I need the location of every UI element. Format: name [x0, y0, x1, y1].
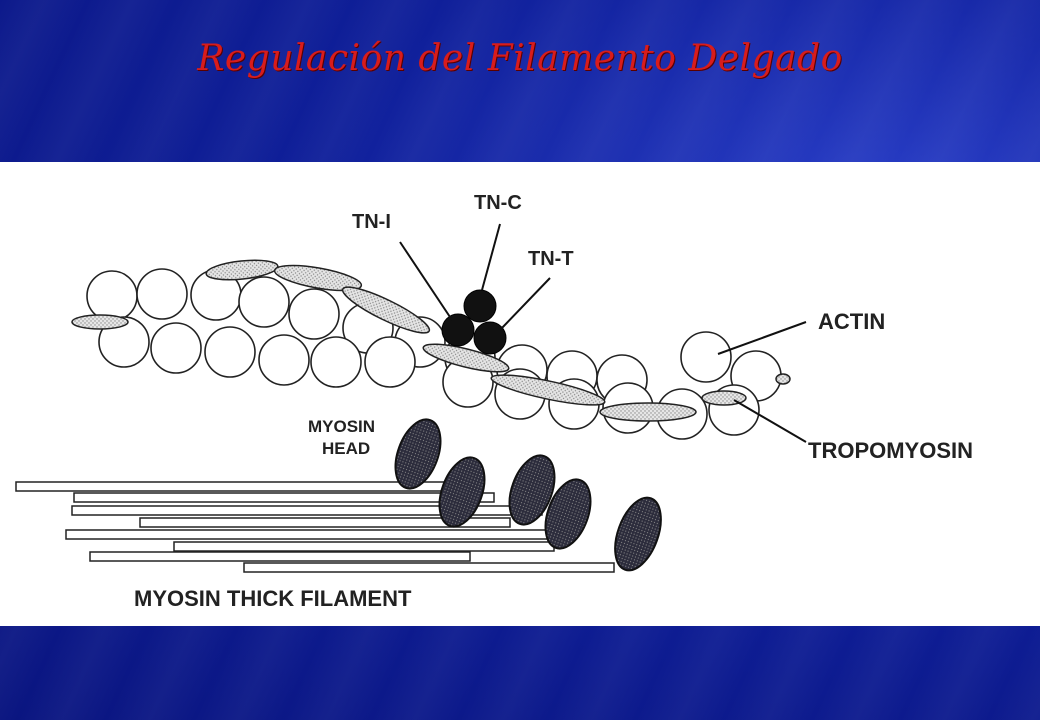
myosin-head: [394, 418, 442, 490]
slide-title: Regulación del Filamento Delgado: [197, 38, 843, 79]
myosin-rod: [73, 492, 495, 503]
myosin-rod: [139, 517, 511, 528]
myosin-rod: [89, 551, 471, 562]
myosin-rod: [15, 481, 447, 492]
myosin-head: [614, 496, 662, 572]
troponin-i-subunit: [441, 313, 475, 347]
tn-i-label: TN-I: [352, 211, 391, 233]
myosin-head: [508, 454, 556, 526]
tropomyosin-label: TROPOMYOSIN: [808, 438, 973, 463]
myosin-rod: [173, 541, 555, 552]
thin-filament-diagram: TN-I TN-C TN-T ACTIN MYOSIN HEAD TROPOMY…: [15, 192, 973, 611]
myosin-head-label-line1: MYOSIN: [308, 417, 375, 436]
myosin-rod: [243, 562, 615, 573]
troponin-c-subunit: [463, 289, 497, 323]
troponin-t-subunit: [473, 321, 507, 355]
thick-filament-label: MYOSIN THICK FILAMENT: [134, 586, 412, 611]
myosin-rods: [15, 481, 615, 573]
diagram-panel: TN-I TN-C TN-T ACTIN MYOSIN HEAD TROPOMY…: [0, 162, 1040, 626]
tropomyosin-strand: [71, 259, 791, 422]
actin-label: ACTIN: [818, 309, 885, 334]
myosin-head-label-line2: HEAD: [322, 439, 370, 458]
tn-c-label: TN-C: [474, 192, 522, 214]
tn-t-label: TN-T: [528, 248, 574, 270]
troponin-complex: [441, 289, 507, 355]
myosin-head: [544, 478, 592, 550]
myosin-head: [438, 456, 486, 528]
leader-lines: [399, 223, 807, 443]
myosin-rod: [65, 529, 557, 540]
myosin-heads: [394, 418, 662, 572]
